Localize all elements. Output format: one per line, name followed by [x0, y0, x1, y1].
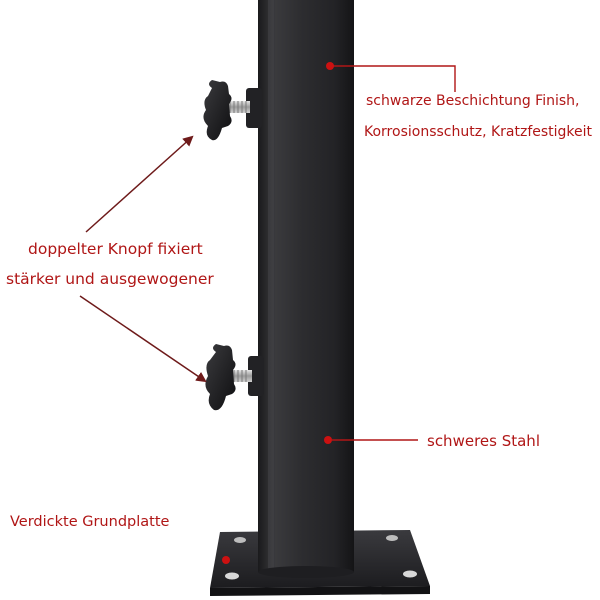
knob-icon	[205, 344, 236, 411]
annotation-lines	[330, 65, 456, 441]
knob-annotation-line1: doppelter Knopf fixiert	[28, 240, 203, 258]
plate-hole	[403, 570, 417, 578]
plate-hole	[386, 535, 398, 541]
marker-dot-icon	[324, 436, 332, 444]
finish-annotation-line1: schwarze Beschichtung Finish,	[366, 93, 580, 109]
lower-knob	[205, 344, 264, 411]
steel-annotation: schweres Stahl	[427, 432, 540, 450]
plate-hole	[234, 537, 246, 543]
finish-annotation-line2: Korrosionsschutz, Kratzfestigkeit	[364, 124, 593, 140]
upper-knob	[203, 80, 262, 141]
steel-tube	[258, 0, 354, 578]
base-plate-annotation: Verdickte Grundplatte	[10, 514, 170, 530]
arrow-icon	[79, 135, 207, 383]
knob-icon	[203, 80, 232, 141]
knob-annotation-line2: stärker und ausgewogener	[6, 270, 214, 288]
marker-dot-icon	[326, 62, 334, 70]
plate-hole	[225, 572, 239, 580]
marker-dot-icon	[222, 556, 230, 564]
